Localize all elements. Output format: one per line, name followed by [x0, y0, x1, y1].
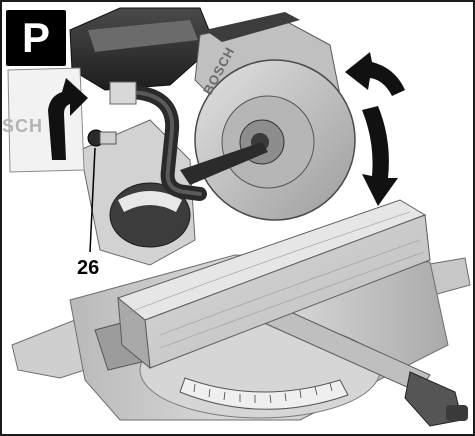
rotate-up-arrow-icon	[48, 78, 88, 160]
workpiece-end	[117, 296, 151, 370]
rotate-curved-arrow-icon	[345, 52, 405, 96]
dust-tube-highlight	[118, 89, 202, 196]
front-knob	[446, 405, 468, 421]
callout-number: 26	[77, 257, 100, 279]
step-badge: P	[6, 10, 66, 66]
miter-scale-ticks	[193, 382, 333, 404]
miter-scale	[179, 377, 349, 410]
lower-guard-arm	[180, 142, 268, 185]
wood-grain	[129, 211, 425, 349]
rotate-down-arrow-icon	[362, 106, 398, 206]
callout-leader-line	[89, 147, 96, 253]
bevel-scale-face	[118, 191, 182, 212]
lock-knob-stem	[99, 131, 117, 145]
motor-housing-band	[88, 20, 198, 52]
tube-coupler	[109, 81, 137, 105]
brand-label-fragment: SCH	[2, 116, 44, 136]
blade-guard-top	[205, 12, 300, 42]
